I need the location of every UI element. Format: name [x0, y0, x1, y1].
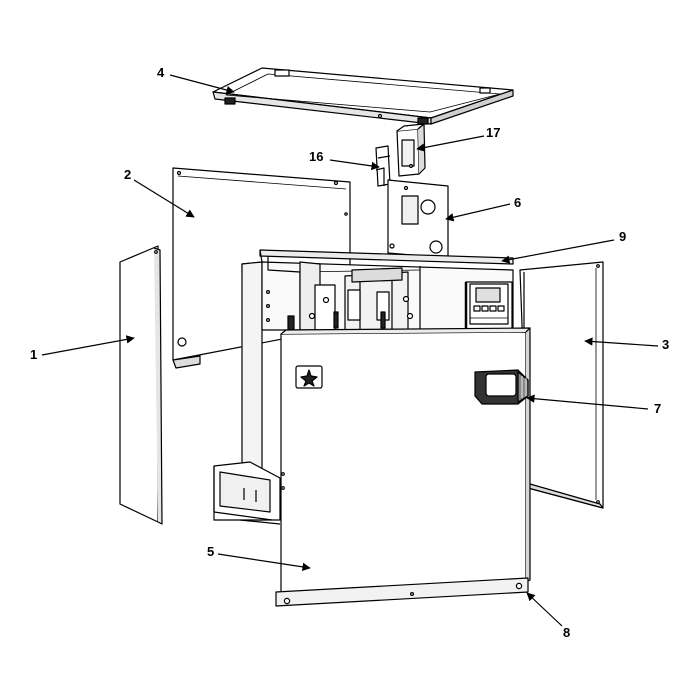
callout-3: 3	[662, 337, 670, 352]
brand-logo-icon	[295, 365, 323, 389]
callout-4: 4	[157, 65, 165, 80]
right-side-panel	[519, 261, 604, 509]
bracket-17	[396, 123, 426, 177]
leader-1	[41, 335, 135, 356]
callout-2: 2	[124, 167, 132, 182]
digital-display-icon	[464, 281, 513, 331]
leader-3	[584, 337, 659, 347]
leader-17	[416, 135, 485, 152]
callout-8: 8	[563, 625, 571, 640]
leader-8	[526, 592, 563, 627]
leader-16	[329, 159, 380, 171]
cabinet-frame	[213, 249, 514, 525]
callout-9: 9	[619, 229, 627, 244]
leader-7	[526, 394, 649, 410]
callout-7: 7	[654, 401, 662, 416]
top-lid-panel	[212, 67, 514, 125]
callout-6: 6	[514, 195, 522, 210]
leader-2	[133, 179, 195, 218]
rear-mounting-plate	[387, 179, 449, 259]
left-side-panel	[119, 245, 163, 525]
leader-4	[169, 74, 235, 95]
leader-5	[217, 553, 311, 572]
leader-9	[501, 239, 615, 264]
dispenser-button-icon	[474, 369, 529, 405]
leader-6	[445, 203, 511, 222]
callout-16: 16	[309, 149, 324, 164]
bottom-trim	[275, 577, 529, 607]
callout-1: 1	[30, 347, 38, 362]
callout-17: 17	[486, 125, 501, 140]
callout-5: 5	[207, 544, 215, 559]
